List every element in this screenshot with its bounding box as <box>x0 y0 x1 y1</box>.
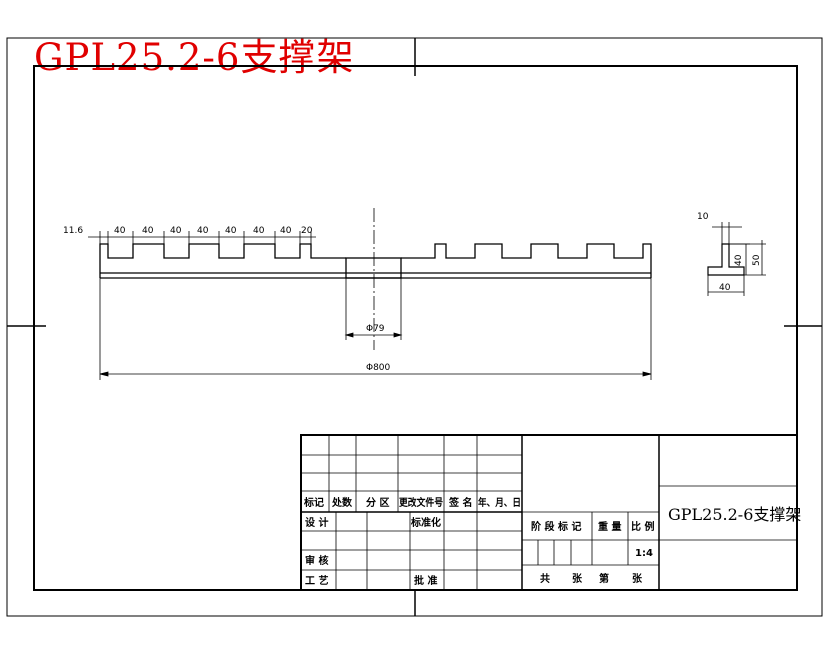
row-design: 设 计 <box>305 516 328 529</box>
sheet-outer-border <box>6 37 823 617</box>
dim-bore: Φ79 <box>366 324 385 334</box>
dim-pitch: 40 <box>114 226 126 236</box>
sheet-number-label: 第 <box>599 572 609 585</box>
rev-header-zone: 分 区 <box>366 496 389 509</box>
part-main-view <box>99 243 652 279</box>
row-review: 审 核 <box>305 554 328 567</box>
drawing-name: GPL25.2-6支撑架 <box>668 505 801 524</box>
dim-pitch: 40 <box>225 226 237 236</box>
sheets-total-label: 共 <box>540 572 550 585</box>
rev-header-date: 年、月、日 <box>478 496 521 509</box>
dim-end-gap: 20 <box>301 226 313 236</box>
scale-value: 1:4 <box>635 548 653 559</box>
row-process: 工 艺 <box>305 574 328 587</box>
dim-outer: Φ800 <box>366 363 391 373</box>
title-block-text: 标记 处数 分 区 更改文件号 签 名 年、月、日 设 计 标准化 审 核 工 … <box>303 496 801 587</box>
sec-dim-height-total: 50 <box>752 254 762 266</box>
dim-pitch: 40 <box>253 226 265 236</box>
sec-dim-web: 10 <box>697 212 709 222</box>
dim-pitch: 40 <box>280 226 292 236</box>
dim-offset: 11.6 <box>63 226 83 236</box>
row-standard: 标准化 <box>410 516 441 529</box>
rev-header-mark: 标记 <box>303 496 324 509</box>
dim-pitch: 40 <box>170 226 182 236</box>
title-block <box>300 434 798 591</box>
sheet-word: 张 <box>632 572 643 585</box>
dim-pitch-labels: 40 40 40 40 40 40 40 <box>114 226 292 236</box>
centering-marks <box>7 38 822 616</box>
rev-header-doc: 更改文件号 <box>399 496 443 509</box>
top-dimension-chain <box>88 231 316 244</box>
outer-dimension <box>99 278 652 380</box>
bore-dimension <box>344 278 403 340</box>
sheets-word: 张 <box>572 572 583 585</box>
stage-mark-label: 阶 段 标 记 <box>531 520 581 533</box>
hub <box>345 257 402 279</box>
drawing-title-overlay: GPL25.2-6支撑架 <box>34 36 355 79</box>
weight-label: 重 量 <box>598 520 621 533</box>
sec-dim-base: 40 <box>719 283 731 293</box>
right-comb-profile <box>401 243 652 273</box>
row-approve: 批 准 <box>414 574 437 587</box>
left-comb-profile <box>99 243 346 273</box>
scale-label: 比 例 <box>631 520 654 533</box>
dim-pitch: 40 <box>197 226 209 236</box>
rev-header-count: 处数 <box>331 496 353 509</box>
sec-dim-height-inner: 40 <box>734 254 744 266</box>
section-dimensions <box>707 222 766 296</box>
dim-pitch: 40 <box>142 226 154 236</box>
rev-header-sign: 签 名 <box>448 496 472 509</box>
